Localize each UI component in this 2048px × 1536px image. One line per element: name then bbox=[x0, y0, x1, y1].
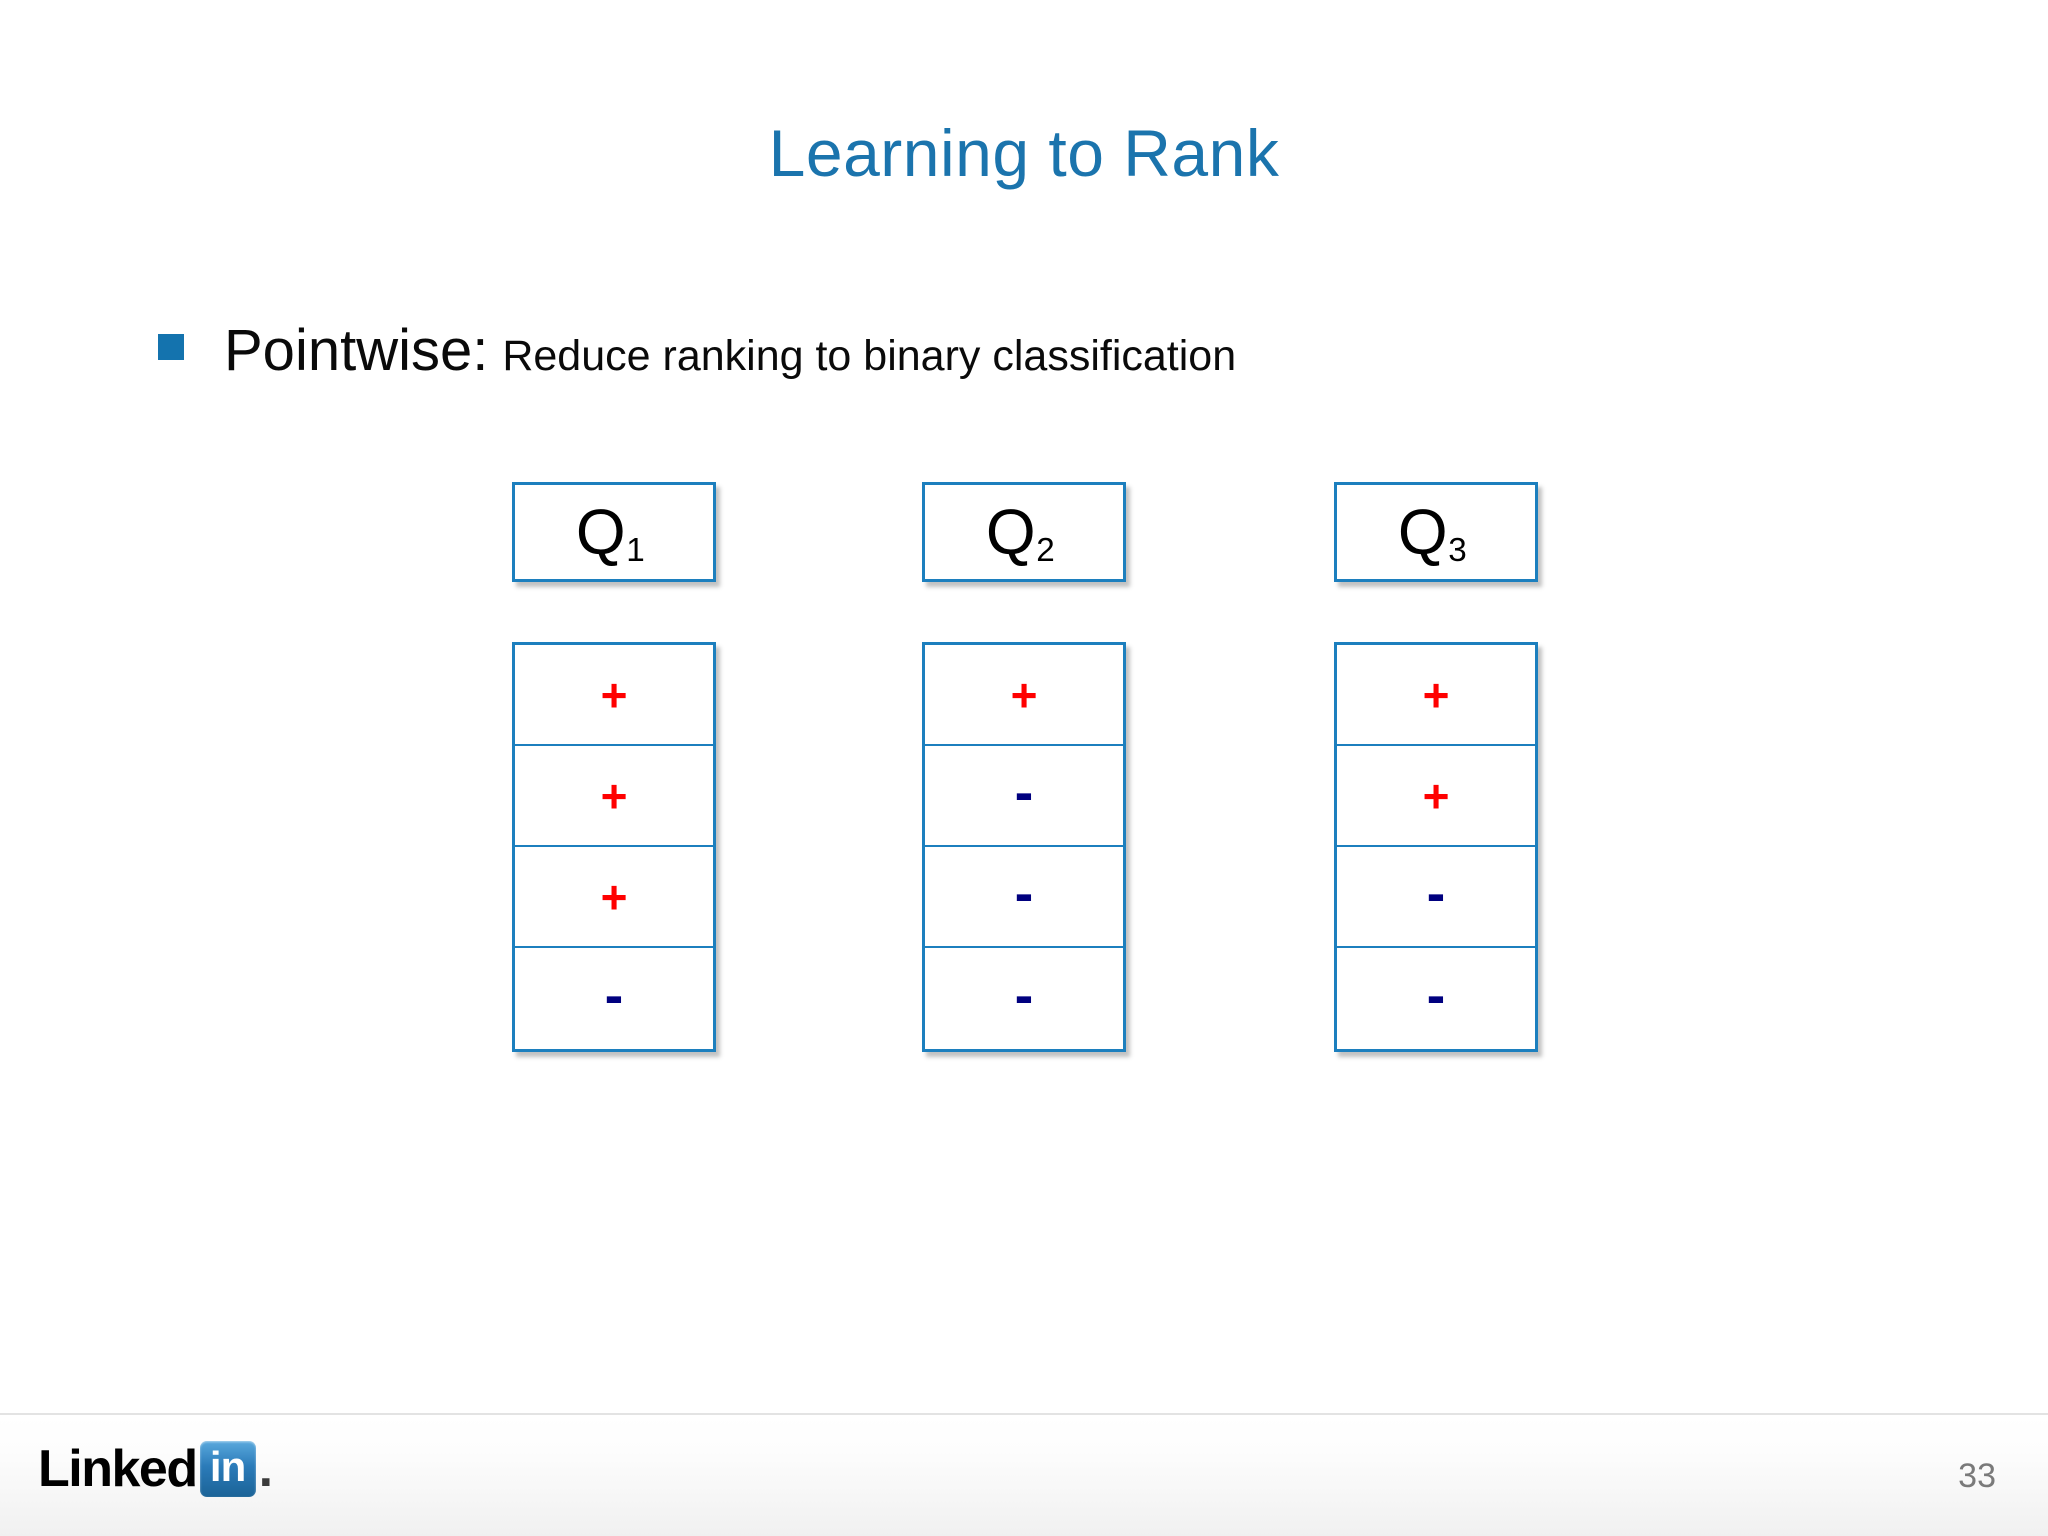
relevance-symbol: - bbox=[1426, 860, 1446, 924]
query-header-box-q2: Q2 bbox=[922, 482, 1126, 582]
result-cell: + bbox=[925, 645, 1123, 746]
query-column-q3: Q3 + + - - bbox=[1334, 482, 1538, 1052]
relevance-symbol: + bbox=[1422, 668, 1450, 721]
query-header-box-q3: Q3 bbox=[1334, 482, 1538, 582]
result-cell: + bbox=[515, 746, 713, 847]
query-header-label-q3: Q3 bbox=[1397, 496, 1467, 569]
result-cell: - bbox=[1337, 948, 1535, 1049]
bullet-row: Pointwise: Reduce ranking to binary clas… bbox=[158, 322, 1236, 380]
relevance-symbol: - bbox=[1014, 962, 1034, 1026]
relevance-symbol: + bbox=[1010, 668, 1038, 721]
result-cell: - bbox=[925, 847, 1123, 948]
linkedin-period: . bbox=[258, 1440, 274, 1498]
result-cell: + bbox=[1337, 645, 1535, 746]
query-header-label-q1: Q1 bbox=[575, 496, 645, 569]
slide-footer: Linked in . 33 bbox=[0, 1413, 2048, 1536]
query-header-box-q1: Q1 bbox=[512, 482, 716, 582]
query-column-q1: Q1 + + + - bbox=[512, 482, 716, 1052]
linkedin-logo: Linked in . bbox=[38, 1441, 273, 1497]
result-cell: - bbox=[925, 948, 1123, 1049]
relevance-symbol: - bbox=[604, 962, 624, 1026]
query-columns: Q1 + + + - Q2 + - - - Q3 bbox=[512, 482, 1542, 1062]
result-cell: + bbox=[515, 645, 713, 746]
linkedin-badge-icon: in bbox=[199, 1441, 256, 1497]
bullet-strong-label: Pointwise: bbox=[224, 318, 489, 383]
result-cell: + bbox=[1337, 746, 1535, 847]
bullet-description-label: Reduce ranking to binary classification bbox=[502, 332, 1237, 380]
query-result-list-q3: + + - - bbox=[1334, 642, 1538, 1052]
result-cell: - bbox=[925, 746, 1123, 847]
relevance-symbol: + bbox=[600, 870, 628, 923]
linkedin-badge-label: in bbox=[209, 1443, 246, 1490]
query-column-q2: Q2 + - - - bbox=[922, 482, 1126, 1052]
page-number: 33 bbox=[1958, 1457, 1996, 1495]
query-result-list-q1: + + + - bbox=[512, 642, 716, 1052]
result-cell: + bbox=[515, 847, 713, 948]
relevance-symbol: - bbox=[1014, 759, 1034, 823]
relevance-symbol: + bbox=[600, 769, 628, 822]
page-title: Learning to Rank bbox=[768, 116, 1280, 190]
relevance-symbol: - bbox=[1426, 962, 1446, 1026]
relevance-symbol: + bbox=[600, 668, 628, 721]
result-cell: - bbox=[1337, 847, 1535, 948]
relevance-symbol: + bbox=[1422, 769, 1450, 822]
query-result-list-q2: + - - - bbox=[922, 642, 1126, 1052]
square-bullet-icon bbox=[158, 334, 184, 360]
query-header-label-q2: Q2 bbox=[985, 496, 1055, 569]
linkedin-wordmark: Linked bbox=[38, 1440, 198, 1498]
relevance-symbol: - bbox=[1014, 860, 1034, 924]
result-cell: - bbox=[515, 948, 713, 1049]
